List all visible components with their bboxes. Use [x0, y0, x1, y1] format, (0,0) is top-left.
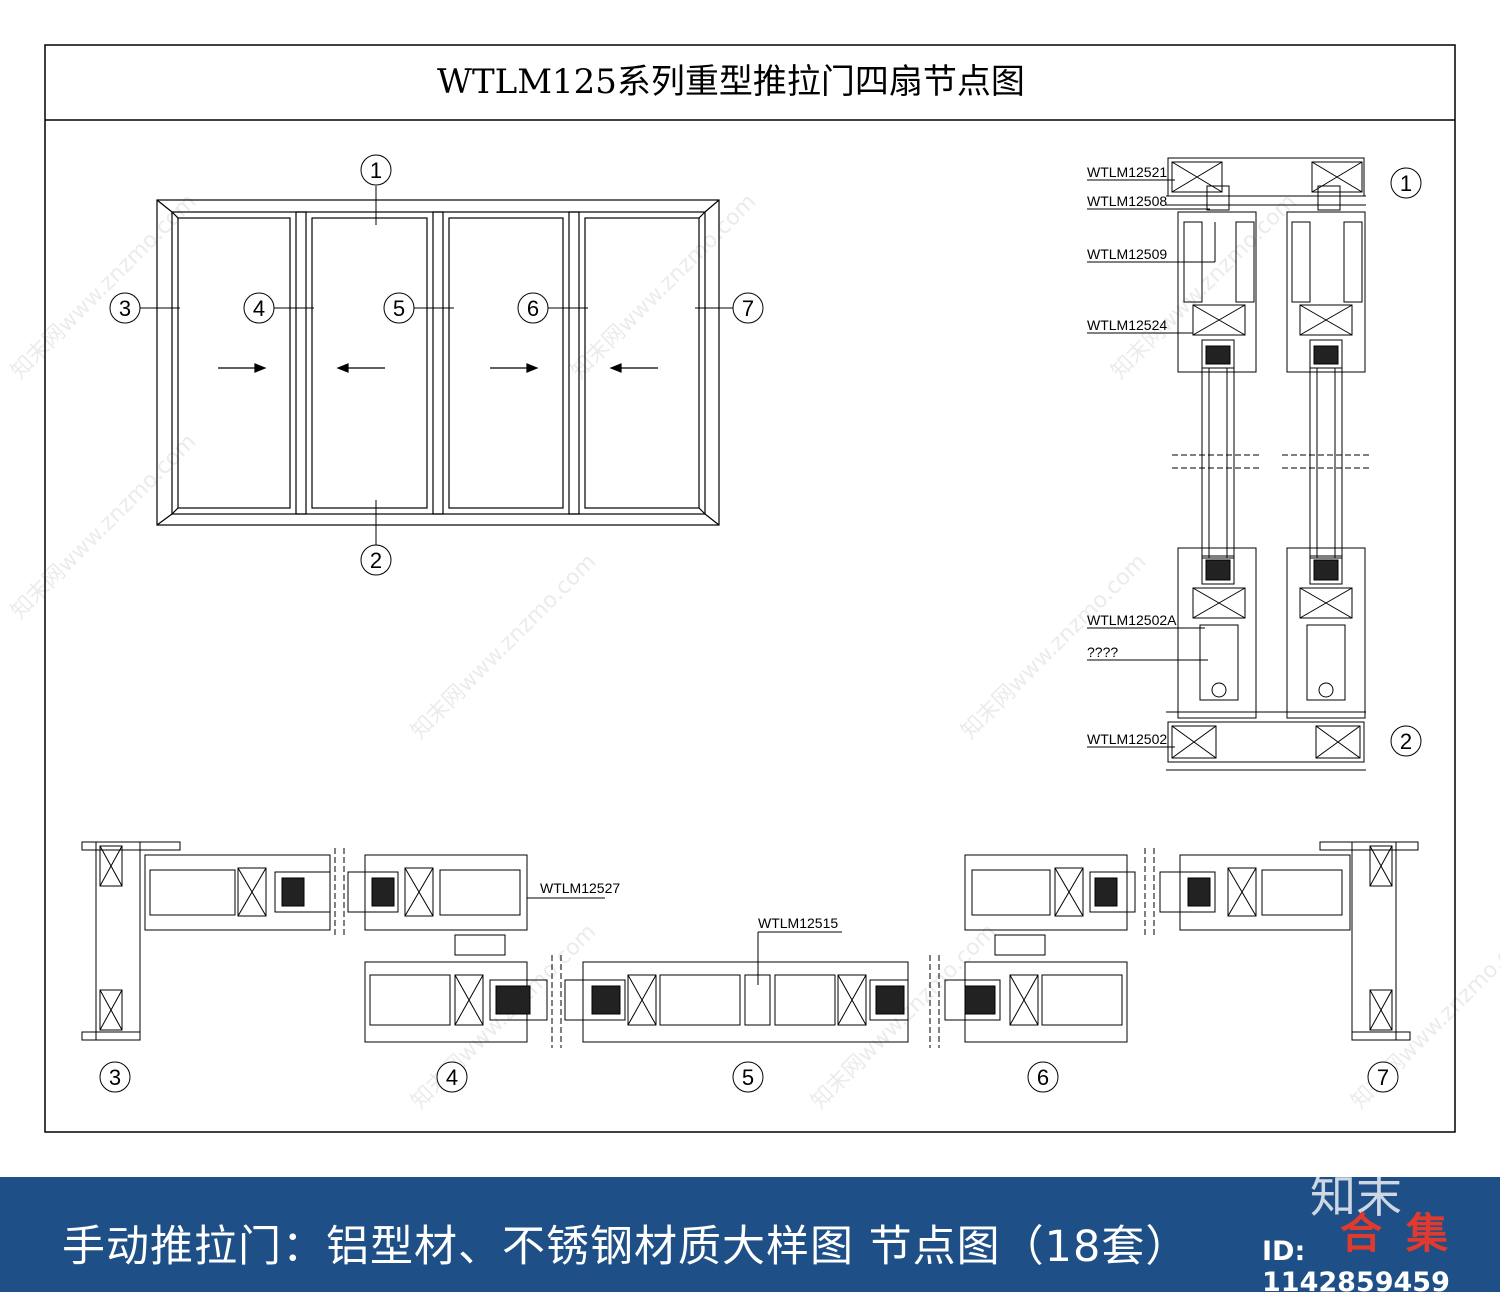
door-elevation: [156, 199, 720, 526]
svg-text:2: 2: [370, 548, 382, 573]
svg-text:3: 3: [119, 296, 131, 321]
svg-text:7: 7: [1377, 1065, 1389, 1090]
node-marker-7: 7: [1367, 1061, 1399, 1093]
sheet-border: [44, 44, 1456, 1133]
node-marker-1: 1: [360, 154, 392, 186]
svg-text:2: 2: [1400, 729, 1412, 754]
svg-text:6: 6: [527, 296, 539, 321]
part-label: WTLM12524: [1087, 317, 1167, 333]
elevation-node-markers: 1 2 3 4 5 6 7: [109, 154, 764, 576]
node-marker-6: 6: [517, 292, 549, 324]
vertical-section-labels: WTLM12521 WTLM12508 WTLM12509 WTLM12524 …: [1087, 164, 1422, 757]
part-label: WTLM12508: [1087, 193, 1167, 209]
part-label: WTLM12527: [540, 880, 620, 896]
svg-text:6: 6: [1037, 1065, 1049, 1090]
brand-logo-top: 知末: [1310, 1169, 1402, 1223]
node-marker-2: 2: [1390, 725, 1422, 757]
svg-text:7: 7: [742, 296, 754, 321]
node-marker-4: 4: [243, 292, 275, 324]
vertical-section: [1166, 157, 1370, 771]
svg-text:5: 5: [742, 1065, 754, 1090]
watermark: 知末网www.znzmo.com: [807, 919, 1002, 1114]
watermark-layer: 知末网www.znzmo.com 知末网www.znzmo.com 知末网www…: [7, 189, 1500, 1114]
node-marker-6: 6: [1027, 1061, 1059, 1093]
node-marker-7: 7: [732, 292, 764, 324]
part-label: WTLM12521: [1087, 164, 1167, 180]
watermark: 知末网www.znzmo.com: [567, 189, 762, 384]
watermark: 知末网www.znzmo.com: [407, 919, 602, 1114]
svg-text:4: 4: [446, 1065, 458, 1090]
node-marker-1: 1: [1390, 167, 1422, 199]
watermark: 知末网www.znzmo.com: [1107, 189, 1302, 384]
item-id: ID: 1142859459: [1262, 1236, 1450, 1298]
elevation-leaders: [140, 186, 733, 545]
node-marker-2: 2: [360, 544, 392, 576]
part-label: WTLM12502: [1087, 731, 1167, 747]
svg-text:1: 1: [370, 158, 382, 183]
part-label: WTLM12509: [1087, 246, 1167, 262]
svg-text:3: 3: [109, 1065, 121, 1090]
brand-logo-bottom: 合集: [1340, 1209, 1473, 1258]
watermark: 知末网www.znzmo.com: [957, 549, 1152, 744]
horizontal-section: [81, 841, 1419, 1048]
sliding-direction-arrows: [218, 363, 658, 373]
node-marker-3: 3: [99, 1061, 131, 1093]
node-marker-5: 5: [383, 292, 415, 324]
part-label: ????: [1087, 644, 1118, 660]
node-marker-4: 4: [436, 1061, 468, 1093]
node-marker-5: 5: [732, 1061, 764, 1093]
part-label: WTLM12515: [758, 915, 838, 931]
caption-banner: [0, 1177, 1500, 1292]
part-label: WTLM12502A: [1087, 612, 1177, 628]
horizontal-section-labels: WTLM12527 WTLM12515 3 4 5 6 7: [99, 880, 1399, 1093]
drawing-title: WTLM125系列重型推拉门四扇节点图: [437, 62, 1025, 102]
watermark: 知末网www.znzmo.com: [407, 549, 602, 744]
svg-text:5: 5: [393, 296, 405, 321]
banner-caption: 手动推拉门：铝型材、不锈钢材质大样图 节点图（18套）: [62, 1222, 1190, 1272]
node-marker-3: 3: [109, 292, 141, 324]
svg-text:1: 1: [1400, 171, 1412, 196]
svg-text:4: 4: [253, 296, 265, 321]
